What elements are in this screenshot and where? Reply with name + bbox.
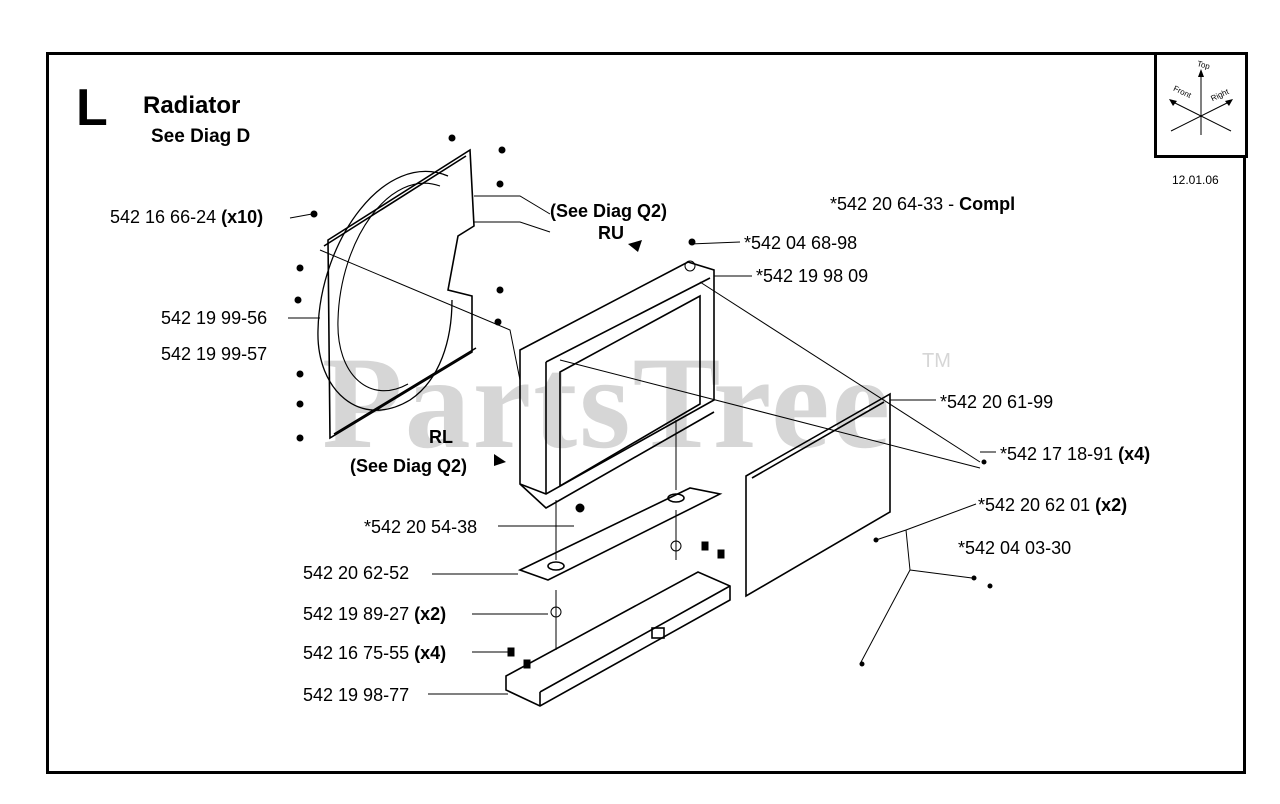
diagram-frame <box>46 52 1246 774</box>
part-label: *542 20 54-38 <box>364 517 478 537</box>
date-code: 12.01.06 <box>1172 173 1219 187</box>
orientation-top-label: Top <box>1196 59 1211 71</box>
watermark-trademark: TM <box>922 350 951 372</box>
part-label: *542 04 03-30 <box>958 538 1072 558</box>
radiator-screen <box>745 392 891 598</box>
rl-label: RL <box>429 427 453 447</box>
section-letter: L <box>76 79 108 137</box>
ru-arrow-icon <box>628 240 642 252</box>
part-label: 542 19 98-77 <box>303 685 410 705</box>
fasteners <box>294 134 993 669</box>
arrows <box>494 240 642 466</box>
part-label: 542 20 62-52 <box>303 563 410 583</box>
part-label: *542 17 18-91 (x4) <box>1000 444 1151 464</box>
part-label: 542 19 89-27 (x2) <box>303 604 447 624</box>
part-label: *542 20 64-33 - Compl <box>830 194 1016 214</box>
rl-arrow-icon <box>494 454 506 466</box>
bottom-tray <box>505 571 731 707</box>
orientation-box: Top Front Right <box>1154 52 1248 158</box>
part-label: *542 20 61-99 <box>940 392 1054 412</box>
see-diag-q2-upper: (See Diag Q2) <box>550 201 668 221</box>
part-label: 542 16 66-24 (x10) <box>110 207 264 227</box>
part-label: *542 19 98 09 <box>756 266 869 286</box>
watermark: PartsTree <box>322 329 893 476</box>
leader-lines <box>288 195 996 695</box>
part-label: *542 20 62 01 (x2) <box>978 495 1128 515</box>
see-diag-q2-lower: (See Diag Q2) <box>350 456 468 476</box>
fan-shroud <box>317 148 477 440</box>
diagram-subtitle: See Diag D <box>151 126 251 147</box>
part-label: 542 19 99-57 <box>161 344 268 364</box>
part-label: 542 16 75-55 (x4) <box>303 643 447 663</box>
ru-label: RU <box>598 223 624 243</box>
radiator-core <box>519 261 715 509</box>
part-label: 542 19 99-56 <box>161 308 268 328</box>
mounting-plate <box>517 487 723 581</box>
diagram-title: Radiator <box>143 92 241 119</box>
orientation-axes-icon: Top Front Right <box>1169 59 1233 135</box>
part-label: *542 04 68-98 <box>744 233 858 253</box>
